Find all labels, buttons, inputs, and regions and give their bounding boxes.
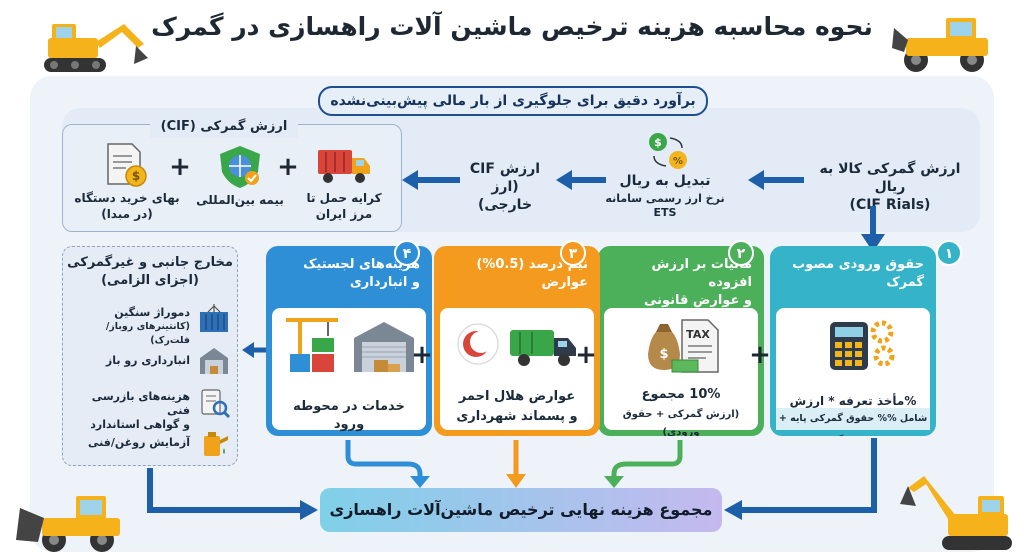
side-item-inspection: هزینه‌های بازرسی فنی و گواهی استاندارد (90, 390, 190, 431)
warehouse-icon (200, 348, 228, 374)
page-title: نحوه محاسبه هزینه ترخیص ماشین آلات راهسا… (151, 12, 873, 41)
arrow-left (556, 170, 606, 190)
side-item-oil-test: آزمایش روغن/فنی (88, 436, 190, 449)
wheel-loader-icon (892, 18, 988, 72)
card-half-percent-duty: نیم درصد (0.5%) عوارض عوارض هلال احمر و … (434, 246, 600, 436)
final-total-bar: مجموع هزینه نهایی ترخیص ماشین‌آلات راهسا… (320, 488, 722, 532)
excavator-icon (44, 24, 148, 72)
currency-exchange-icon: $ % (649, 133, 687, 169)
purchase-price-label: بهای خرید دستگاه (در مبدا) (74, 191, 180, 221)
shield-icon (220, 146, 260, 188)
side-item-demurrage: دموراژ سنگین (کانتینرهای روباز/فلت‌رک) (105, 306, 190, 346)
plus-sign: + (411, 340, 433, 370)
svg-text:%: % (673, 156, 683, 167)
freight-label: کرایه حمل تا مرز ایران (306, 191, 382, 221)
truck-icon (318, 150, 370, 183)
step-badge-1: ۱ (936, 240, 962, 266)
side-costs-title: مخارج جانبی و غیرگمرکی (اجزای الزامی) (67, 255, 233, 288)
arrow-left (402, 170, 460, 190)
card-vat: مالیات بر ارزش افزوده و عوارض قانونی TAX… (598, 246, 764, 436)
red-crescent-garbage-truck-icon (457, 323, 576, 366)
convert-to-rial-title: تبدیل به ریال (619, 173, 711, 189)
inspection-icon (201, 389, 231, 419)
oil-can-icon (204, 432, 228, 456)
svg-text:$: $ (659, 347, 668, 362)
convert-rate-source: نرخ ارز رسمی سامانه ETS (605, 192, 725, 219)
step-badge-3: ۳ (560, 240, 586, 266)
customs-value-rial: ارزش گمرکی کالا به ریال (CIF Rials) (819, 161, 961, 213)
arrow-left (748, 170, 804, 190)
excavator-icon-bottom (900, 476, 1012, 550)
arrow-down (861, 206, 885, 252)
bulldozer-loader-icon (16, 496, 120, 552)
plus-sign: + (169, 152, 191, 182)
card-title: هزینه‌های لجستیک و انبارداری (303, 257, 420, 290)
calculator-gear-icon (830, 320, 895, 370)
invoice-icon: $ (107, 143, 147, 187)
card-formula: 10% مجموع (641, 387, 721, 402)
card-title: حقوق ورودی مصوب گمرک (792, 257, 924, 290)
cif-foreign-value: ارزش CIF (ارز خارجی) (469, 161, 541, 213)
svg-text:$: $ (132, 169, 140, 183)
svg-text:$: $ (654, 136, 662, 149)
side-item-open-storage: انبارداری رو باز (105, 354, 190, 367)
card-title: مالیات بر ارزش افزوده و عوارض قانونی (643, 257, 752, 308)
card-body-text: عوارض هلال احمر (458, 389, 576, 404)
plus-sign: + (575, 340, 597, 370)
plus-sign: + (749, 340, 771, 370)
container-icon (200, 304, 228, 332)
cif-box-title: ارزش گمرکی (CIF) (150, 116, 298, 138)
arrow-left (242, 342, 266, 358)
card-body-text-2: و پسماند شهرداری (456, 409, 578, 424)
step-badge-2: ۲ (728, 240, 754, 266)
insurance-label: بیمه بین‌المللی (196, 193, 284, 207)
card-logistics: هزینه‌های لجستیک و انبارداری خدمات در مح… (266, 246, 432, 436)
card-formula-detail: (ارزش گمرکی + حقوق ورودی) (622, 409, 740, 436)
subtitle-banner: برآورد دقیق برای جلوگیری از بار مالی پیش… (318, 86, 708, 116)
card-customs-duty: حقوق ورودی مصوب گمرک %مأخذ تعرفه * ارزش … (770, 246, 936, 436)
card-body-text: خدمات در محوطه ورود (293, 399, 405, 432)
card-note: شامل %% حقوق گمرکی پایه + سود بازرگانی (776, 408, 930, 436)
step-badge-4: ۴ (394, 240, 420, 266)
plus-sign: + (277, 152, 299, 182)
svg-text:TAX: TAX (686, 328, 710, 341)
tax-money-icon: TAX $ (648, 319, 719, 373)
crane-warehouse-icon (286, 318, 414, 372)
